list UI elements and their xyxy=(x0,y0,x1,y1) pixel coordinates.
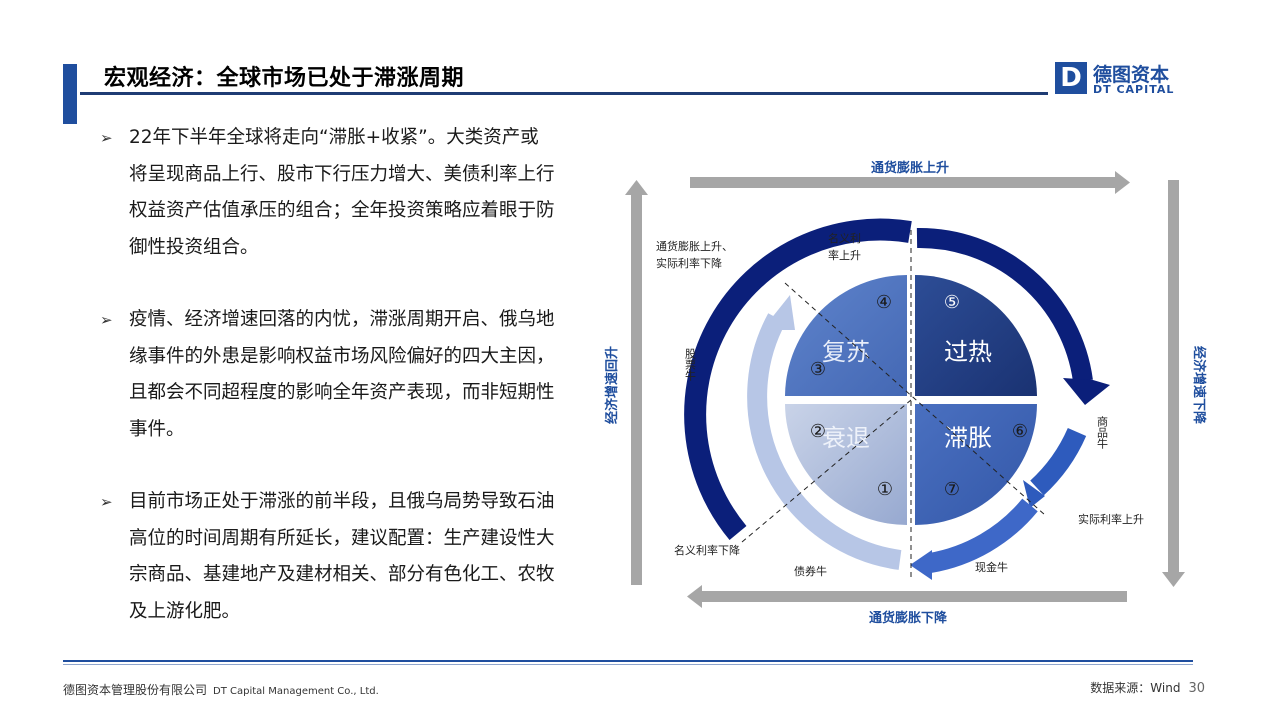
page-number: 30 xyxy=(1188,681,1205,696)
logo-mark: D xyxy=(1055,62,1087,94)
label-real-rate-up: 实际利率上升 xyxy=(1078,512,1144,526)
cycle-arrow-top-right xyxy=(916,227,1093,383)
quadrant-recession xyxy=(785,404,907,525)
top-arrow: 通货膨胀上升 xyxy=(690,160,1130,194)
phase-number: ⑦ xyxy=(944,479,960,500)
left-arrow xyxy=(625,180,648,585)
bullet-item: ➢ 疫情、经济增速回落的内忧，滞涨周期开启、俄乌地缘事件的外患是影响权益市场风险… xyxy=(100,302,555,448)
page-title: 宏观经济：全球市场已处于滞涨周期 xyxy=(104,66,465,91)
cycle-arrow-dark xyxy=(684,218,912,541)
label-bond-bull: 债券牛 xyxy=(794,564,827,578)
label-stock-bull: 股票牛 xyxy=(684,348,697,382)
label-nominal-up: 率上升 xyxy=(828,248,861,262)
phase-number: ③ xyxy=(810,359,826,380)
right-arrow-label: 经济增速下降 xyxy=(1191,346,1207,425)
phase-number: ⑥ xyxy=(1012,421,1028,442)
cycle-arrow-light xyxy=(747,313,902,570)
quadrant-stagflation-label: 滞胀 xyxy=(944,424,992,452)
logo-text-en: DT CAPITAL xyxy=(1093,83,1175,96)
phase-number: ④ xyxy=(876,292,892,313)
label-infl-up-rate-down: 通货膨胀上升、 xyxy=(656,239,733,253)
cycle-arrow-right-bottom xyxy=(1030,427,1087,496)
bottom-arrow-label: 通货膨胀下降 xyxy=(869,610,948,626)
footer-company-en: DT Capital Management Co., Ltd. xyxy=(213,686,379,697)
label-cash-bull: 现金牛 xyxy=(975,560,1008,574)
footer-source-text: 数据来源：Wind xyxy=(1090,681,1181,695)
bullet-text: 目前市场正处于滞涨的前半段，且俄乌局势导致石油高位的时间周期有所延长，建议配置：… xyxy=(129,491,555,622)
label-nominal-down: 名义利率下降 xyxy=(674,543,740,557)
quadrant-recession-label: 衰退 xyxy=(822,424,870,452)
bullet-arrow-icon: ➢ xyxy=(100,493,113,511)
logo-text-cn: 德图资本 xyxy=(1093,64,1170,86)
phase-number: ① xyxy=(877,479,893,500)
quadrant-stagflation xyxy=(915,404,1037,525)
cycle-arrow-bottom xyxy=(928,498,1038,573)
phase-number: ② xyxy=(810,421,826,442)
left-arrow-label: 经济增速回升 xyxy=(604,346,620,424)
investment-clock-diagram: 通货膨胀上升 通货膨胀下降 经济增速回升 经济增速下降 复苏 过热 衰退 滞胀 … xyxy=(604,160,1207,626)
label-nominal-up: 名义利 xyxy=(828,231,861,245)
bullet-arrow-icon: ➢ xyxy=(100,129,113,147)
company-logo: D 德图资本 DT CAPITAL xyxy=(1055,60,1185,100)
quadrant-overheat-label: 过热 xyxy=(944,338,992,366)
footer-source: 数据来源：Wind 30 xyxy=(1090,679,1205,696)
footer-company: 德图资本管理股份有限公司 DT Capital Management Co., L… xyxy=(63,681,379,698)
label-commodity-bull: 商品牛 xyxy=(1096,415,1109,450)
title-accent-bar xyxy=(63,64,77,124)
label-infl-up-rate-down: 实际利率下降 xyxy=(656,256,722,270)
footer-rule-thin xyxy=(63,664,1193,665)
phase-number: ⑤ xyxy=(944,292,960,313)
bottom-arrow: 通货膨胀下降 xyxy=(687,585,1127,626)
bullet-item: ➢ 目前市场正处于滞涨的前半段，且俄乌局势导致石油高位的时间周期有所延长，建议配… xyxy=(100,484,555,630)
top-arrow-label: 通货膨胀上升 xyxy=(871,160,949,176)
quadrant-overheat xyxy=(915,275,1037,396)
bullet-list: ➢ 22年下半年全球将走向“滞胀+收紧”。大类资产或将呈现商品上行、股市下行压力… xyxy=(100,120,555,666)
right-arrow xyxy=(1162,180,1185,587)
bullet-item: ➢ 22年下半年全球将走向“滞胀+收紧”。大类资产或将呈现商品上行、股市下行压力… xyxy=(100,120,555,266)
bullet-text: 疫情、经济增速回落的内忧，滞涨周期开启、俄乌地缘事件的外患是影响权益市场风险偏好… xyxy=(129,309,555,440)
footer-rule xyxy=(63,660,1193,662)
footer-company-cn: 德图资本管理股份有限公司 xyxy=(63,683,208,697)
bullet-arrow-icon: ➢ xyxy=(100,311,113,329)
title-underline xyxy=(80,92,1048,95)
quadrant-revival xyxy=(785,275,907,396)
bullet-text: 22年下半年全球将走向“滞胀+收紧”。大类资产或将呈现商品上行、股市下行压力增大… xyxy=(129,127,555,258)
